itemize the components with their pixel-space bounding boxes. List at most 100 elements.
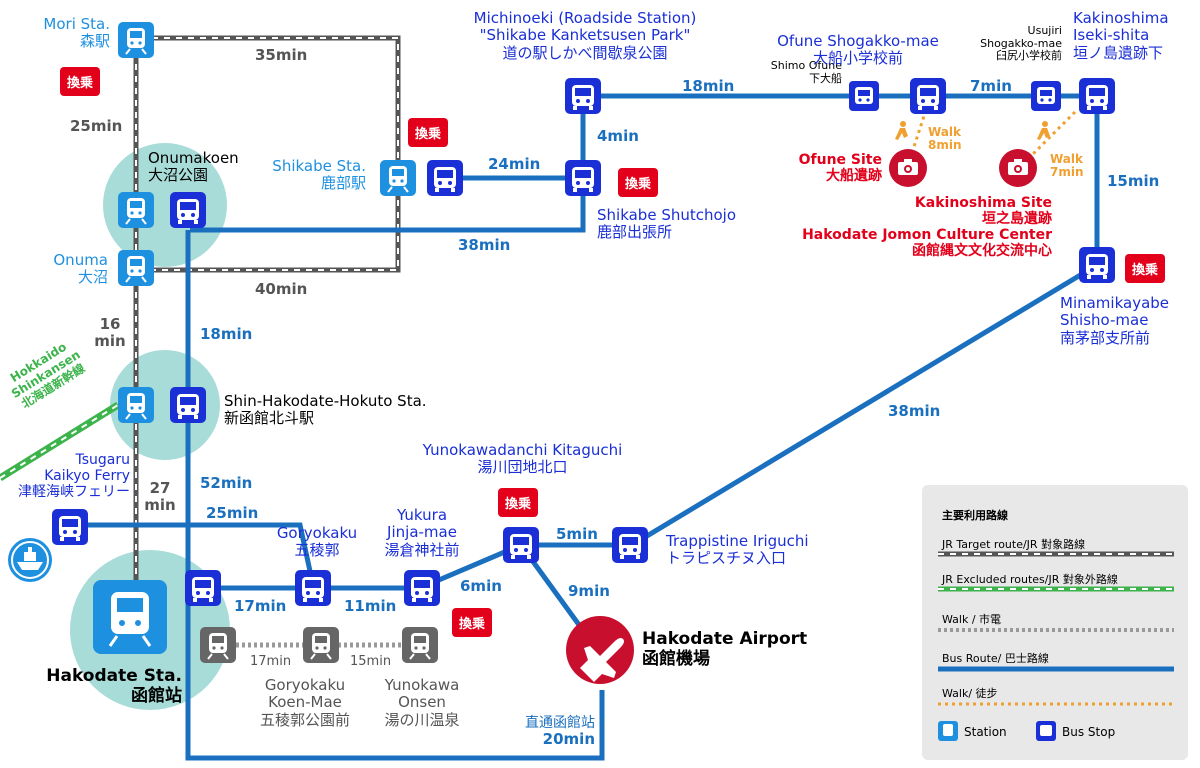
time-yukura-yunokawadanchi: 6min bbox=[460, 577, 502, 595]
shimoofune-bus-stop-icon[interactable] bbox=[849, 81, 879, 111]
shutchojo-bus-stop-icon[interactable] bbox=[565, 160, 601, 196]
shikabe-station-icon[interactable] bbox=[379, 159, 417, 197]
yunokawa-tram-icon[interactable] bbox=[401, 626, 439, 664]
time-onuma-shikabe: 40min bbox=[255, 280, 308, 298]
time-shinhakodate-hakodate: 52min bbox=[200, 474, 253, 492]
yunokawadanchi-bus-stop-icon[interactable] bbox=[503, 527, 539, 563]
yukura-bus-stop-icon[interactable] bbox=[404, 570, 440, 606]
shutchojo-transfer-badge: 換乗 bbox=[618, 168, 659, 197]
goryokaku-bus-stop-icon[interactable] bbox=[295, 570, 331, 606]
kakinoshima-walker-icon bbox=[1037, 121, 1050, 140]
ferry-icon[interactable] bbox=[8, 538, 52, 582]
shikabe-station-label: Shikabe Sta.鹿部駅 bbox=[272, 157, 366, 193]
walk-routes bbox=[906, 109, 1077, 167]
time-ofune-usujiri: 7min bbox=[970, 77, 1012, 95]
time-hakodate-goryokaku: 17min bbox=[234, 597, 287, 615]
shinkansen-route bbox=[0, 402, 120, 481]
shikabe-bus-stop-icon[interactable] bbox=[427, 160, 463, 196]
shinhakodate-label: Shin-Hakodate-Hokuto Sta.新函館北斗駅 bbox=[224, 392, 427, 428]
hakodate-station-label: Hakodate Sta.函館站 bbox=[46, 666, 182, 706]
legend-station-icon bbox=[938, 721, 958, 741]
michinoeki-label: Michinoeki (Roadside Station)"Shikabe Ka… bbox=[473, 9, 697, 62]
hakodate-station-icon[interactable] bbox=[93, 580, 167, 654]
time-tram-2: 15min bbox=[350, 654, 392, 669]
legend-bus-stop: Bus Stop bbox=[1062, 725, 1116, 739]
legend-tram: Walk / 市電 bbox=[942, 613, 1002, 626]
hakodate-bus-stop-icon[interactable] bbox=[185, 570, 221, 606]
usujiri-bus-stop-icon[interactable] bbox=[1031, 81, 1061, 111]
mori-label: Mori Sta.森駅 bbox=[43, 15, 110, 51]
legend-jr-target: JR Target route/JR 對象路線 bbox=[942, 538, 1086, 551]
legend-bus-line bbox=[938, 666, 1174, 672]
legend: 主要利用路線 JR Target route/JR 對象路線 JR Exclud… bbox=[922, 485, 1188, 760]
legend-bus: Bus Route/ 巴士路線 bbox=[942, 652, 1049, 665]
time-ferry-goryokaku: 25min bbox=[206, 504, 259, 522]
legend-jr-excluded: JR Excluded routes/JR 對象外路線 bbox=[942, 573, 1118, 586]
shinhakodate-station-icon[interactable] bbox=[117, 386, 155, 424]
time-michinoeki-shimoofune: 18min bbox=[682, 77, 735, 95]
time-yunokawadanchi-trappistine: 5min bbox=[556, 525, 598, 543]
airport-airplane-icon[interactable] bbox=[566, 616, 634, 684]
time-minamikayabe-trappistine: 38min bbox=[888, 402, 941, 420]
legend-tram-line bbox=[938, 628, 1174, 632]
legend-jr-excluded-line bbox=[938, 586, 1174, 592]
hakodate-tram-icon[interactable] bbox=[199, 626, 237, 664]
legend-station: Station bbox=[964, 725, 1007, 739]
time-shikabe-shutchojo: 24min bbox=[488, 155, 541, 173]
michinoeki-bus-stop-icon[interactable] bbox=[565, 78, 601, 114]
direct-label: 直通函館站 20min bbox=[525, 715, 595, 749]
time-mori-onuma: 25min bbox=[70, 117, 123, 135]
legend-walk: Walk/ 徒步 bbox=[942, 687, 998, 700]
kakinoshima-bus-stop-icon[interactable] bbox=[1079, 78, 1115, 114]
onuma-station-icon[interactable] bbox=[117, 249, 155, 287]
time-tram-1: 17min bbox=[250, 654, 292, 669]
ofune-bus-stop-icon[interactable] bbox=[910, 78, 946, 114]
legend-walk-line bbox=[938, 702, 1174, 706]
walk-time-kakinoshima: Walk 7min bbox=[1050, 152, 1084, 180]
onumakoen-station-icon[interactable] bbox=[117, 191, 155, 229]
minamikayabe-transfer-badge: 換乗 bbox=[1125, 254, 1166, 283]
kakinoshima-site-camera-icon[interactable] bbox=[999, 149, 1037, 187]
mori-station-icon[interactable] bbox=[117, 21, 155, 59]
ofune-walker-icon bbox=[895, 121, 908, 140]
time-onumakoen-shinhakodate: 18min bbox=[200, 325, 253, 343]
time-kakinoshima-minamikayabe: 15min bbox=[1107, 172, 1160, 190]
legend-jr-target-line bbox=[938, 551, 1174, 557]
yunokawadanchi-transfer-badge: 換乗 bbox=[498, 488, 539, 517]
ofune-site-camera-icon[interactable] bbox=[889, 149, 927, 187]
ferry-bus-stop-icon[interactable] bbox=[52, 509, 88, 545]
time-goryokaku-yukura: 11min bbox=[344, 597, 397, 615]
legend-bus-stop-icon bbox=[1036, 721, 1056, 741]
trappistine-bus-stop-icon[interactable] bbox=[612, 527, 648, 563]
legend-title: 主要利用路線 bbox=[942, 509, 1008, 522]
time-mori-shikabe: 35min bbox=[255, 46, 308, 64]
gkoen-tram-icon[interactable] bbox=[302, 626, 340, 664]
time-shutchojo-michinoeki: 4min bbox=[597, 127, 639, 145]
walk-time-ofune: Walk 8min bbox=[928, 125, 962, 153]
onumakoen-bus-stop-icon[interactable] bbox=[170, 192, 206, 228]
shikabe-transfer-badge: 換乗 bbox=[408, 118, 449, 147]
yukura-transfer-badge: 換乗 bbox=[452, 608, 493, 637]
shinhakodate-bus-stop-icon[interactable] bbox=[170, 387, 206, 423]
time-onumakoen-shutchojo: 38min bbox=[458, 236, 511, 254]
minamikayabe-bus-stop-icon[interactable] bbox=[1079, 247, 1115, 283]
